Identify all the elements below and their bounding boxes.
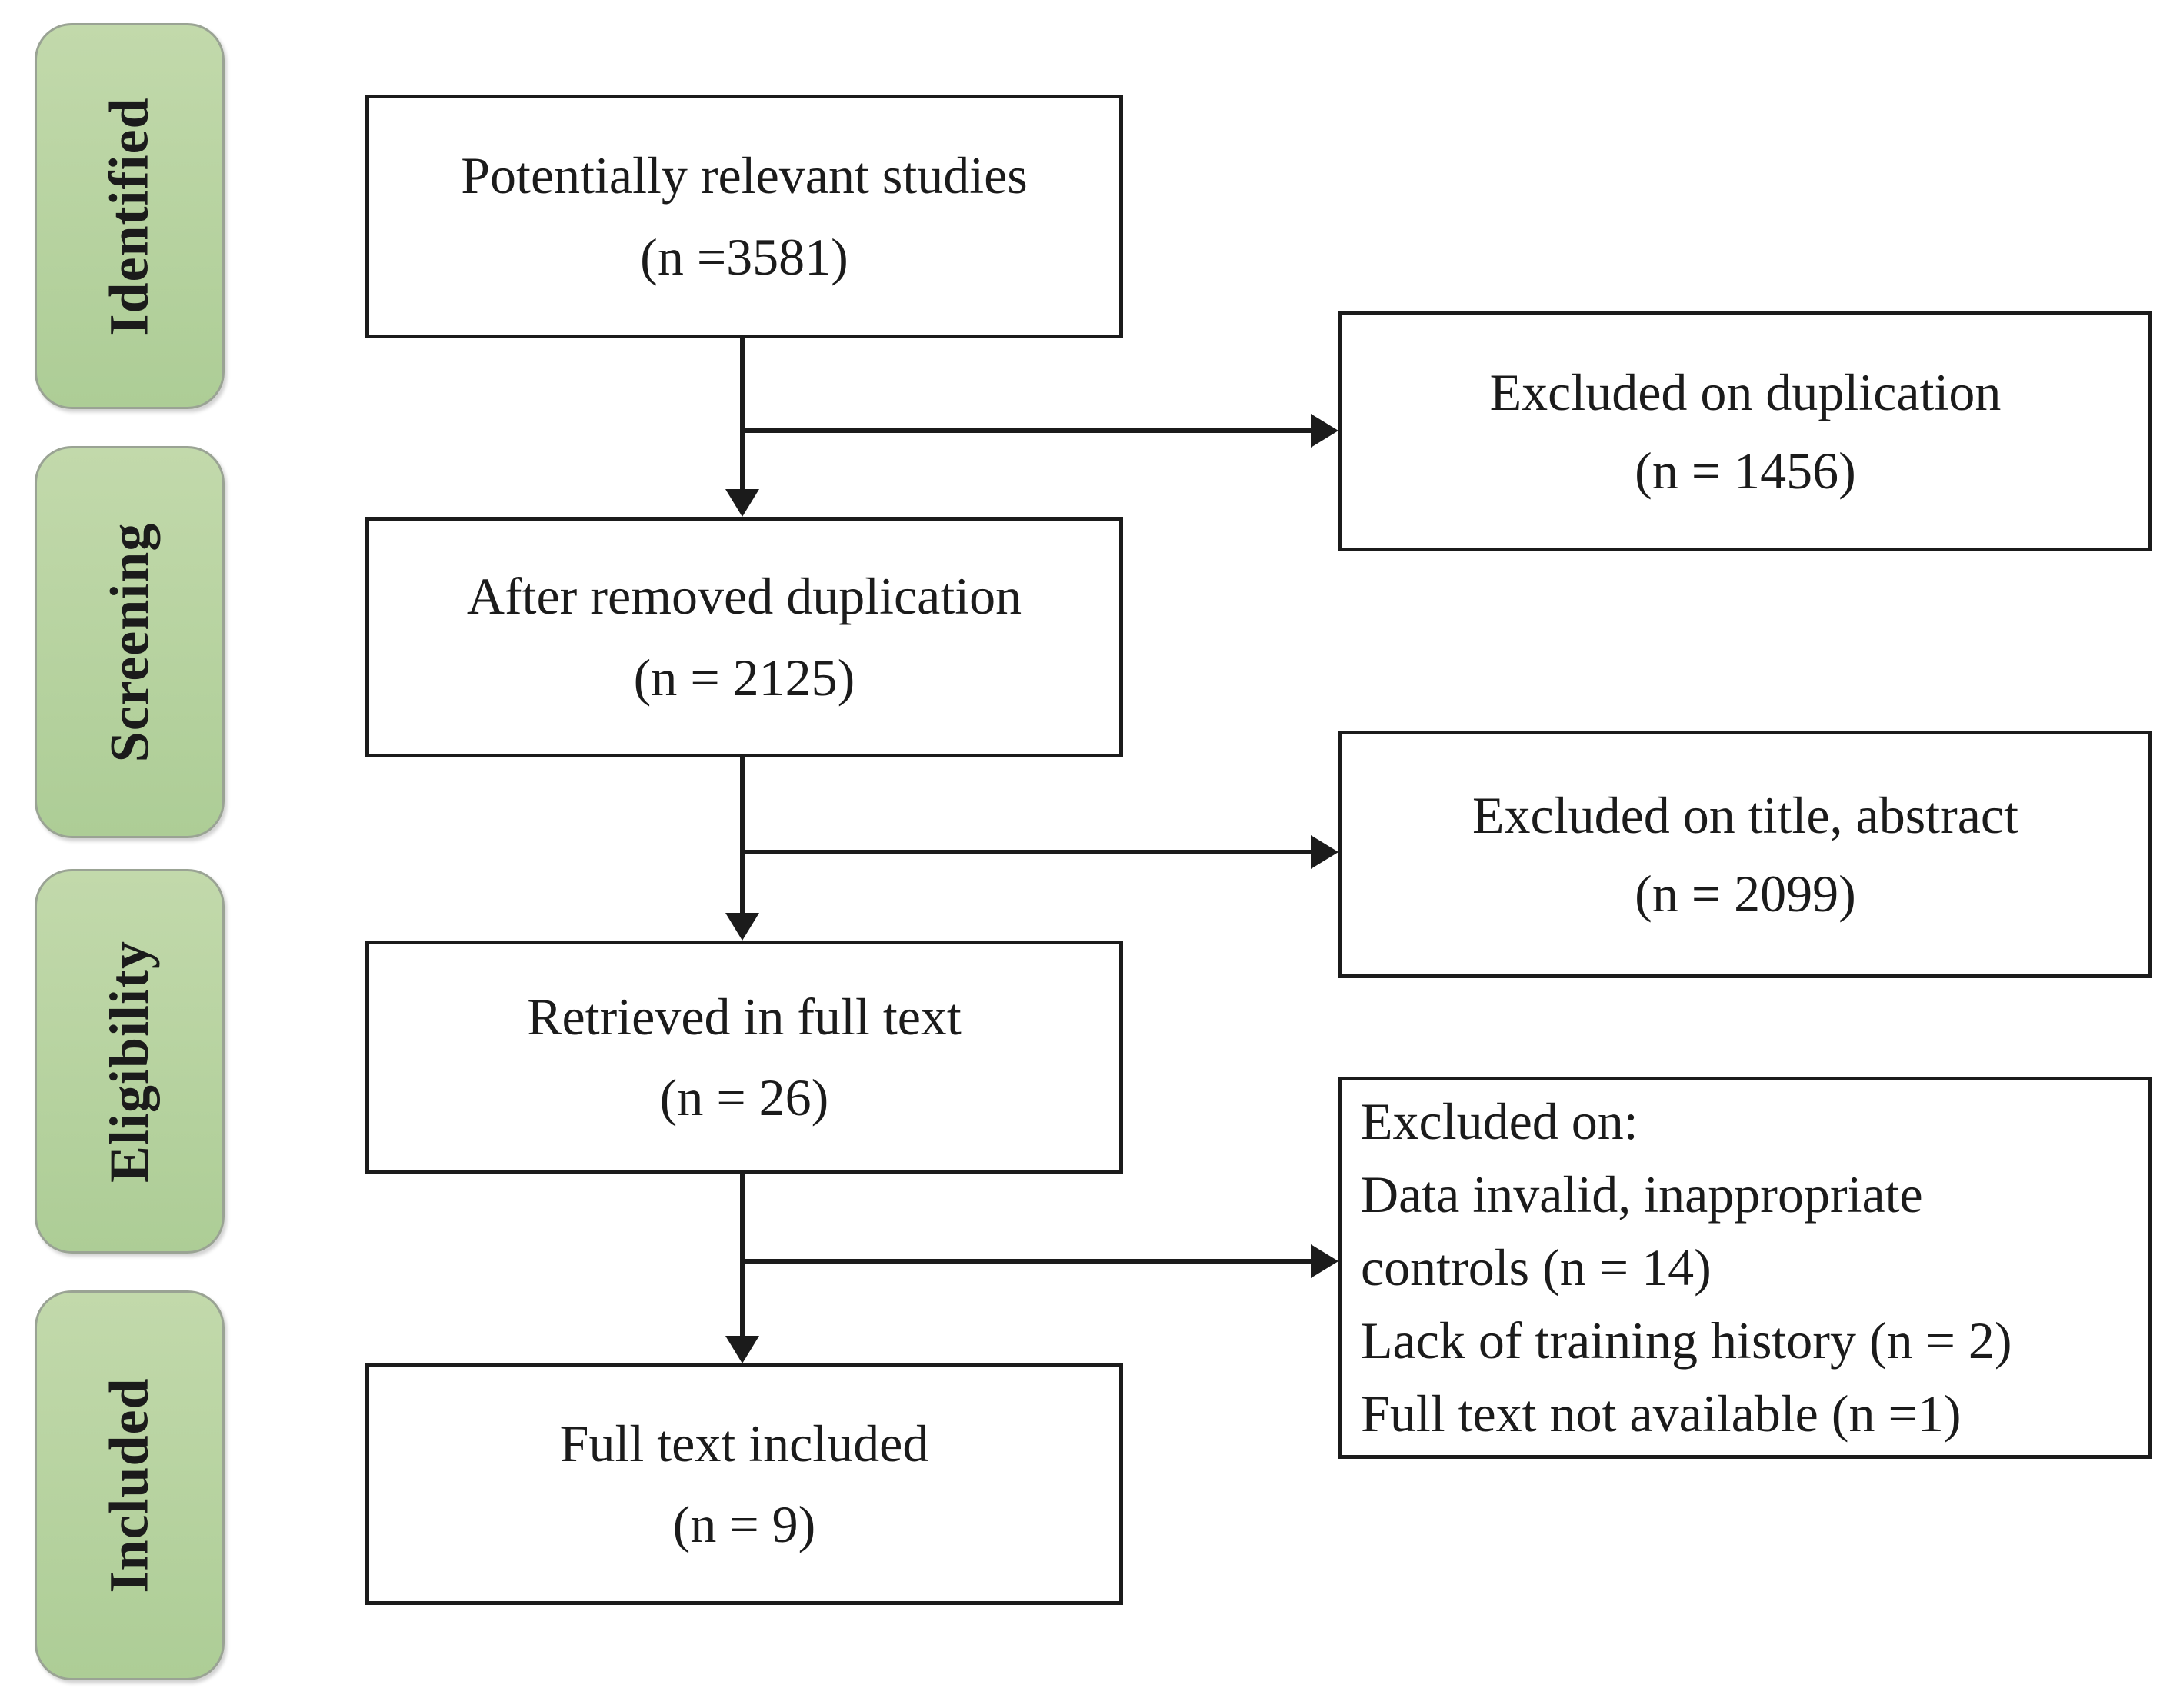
flow-box-potentially-relevant-studies: Potentially relevant studies (n =3581)	[365, 95, 1123, 338]
exclusion-box-1-line-1: Excluded on duplication	[1489, 363, 2002, 421]
flow-box-1-line-1: Potentially relevant studies	[461, 146, 1028, 205]
arrowhead-right-into-exclusion-duplication	[1311, 414, 1338, 448]
arrowhead-down-into-flow4	[725, 1336, 759, 1363]
arrowhead-down-into-flow2	[725, 489, 759, 517]
exclusion-box-3-line-4: Lack of training history (n = 2)	[1361, 1311, 2012, 1370]
stage-box-identified: Identified	[35, 23, 225, 409]
arrowhead-right-into-exclusion-fulltext-reasons	[1311, 1244, 1338, 1278]
exclusion-box-2-count: (n = 2099)	[1635, 864, 1856, 923]
flow-box-2-count: (n = 2125)	[633, 648, 855, 707]
exclusion-box-3-line-2: Data invalid, inappropriate	[1361, 1164, 1923, 1224]
stage-label-included: Included	[98, 1377, 161, 1593]
stage-box-included: Included	[35, 1290, 225, 1680]
flow-box-4-line-1: Full text included	[559, 1413, 929, 1473]
arrowhead-down-into-flow3	[725, 913, 759, 941]
exclusion-box-fulltext-reasons: Excluded on: Data invalid, inappropriate…	[1338, 1077, 2152, 1459]
exclusion-box-1-count: (n = 1456)	[1635, 441, 1856, 500]
exclusion-box-2-line-1: Excluded on title, abstract	[1472, 786, 2018, 844]
flow-box-4-count: (n = 9)	[672, 1495, 816, 1553]
exclusion-box-3-line-1: Excluded on:	[1361, 1091, 1638, 1150]
flow-box-3-count: (n = 26)	[659, 1068, 829, 1127]
exclusion-box-duplication: Excluded on duplication (n = 1456)	[1338, 311, 2152, 551]
flow-box-3-line-1: Retrieved in full text	[527, 987, 962, 1046]
flow-box-2-line-1: After removed duplication	[466, 567, 1022, 626]
connector-line-flow2-to-flow3	[740, 757, 745, 916]
connector-line-flow3-to-flow4	[740, 1174, 745, 1339]
branch-line-to-exclusion-title-abstract	[742, 850, 1314, 854]
flow-box-after-removed-duplication: After removed duplication (n = 2125)	[365, 517, 1123, 757]
flow-box-full-text-included: Full text included (n = 9)	[365, 1363, 1123, 1605]
flow-box-1-count: (n =3581)	[640, 227, 848, 286]
exclusion-box-title-abstract: Excluded on title, abstract (n = 2099)	[1338, 731, 2152, 978]
stage-box-screening: Screening	[35, 446, 225, 838]
branch-line-to-exclusion-fulltext-reasons	[742, 1259, 1314, 1264]
stage-label-screening: Screening	[98, 522, 161, 762]
stage-label-identified: Identified	[98, 96, 160, 336]
stage-box-eligibility: Eligibility	[35, 869, 225, 1254]
arrowhead-right-into-exclusion-title-abstract	[1311, 835, 1338, 869]
connector-line-flow1-to-flow2	[740, 338, 745, 492]
exclusion-box-3-line-3: controls (n = 14)	[1361, 1237, 1712, 1297]
stage-label-eligibility: Eligibility	[98, 940, 161, 1183]
branch-line-to-exclusion-duplication	[742, 428, 1314, 433]
flow-box-retrieved-in-full-text: Retrieved in full text (n = 26)	[365, 941, 1123, 1174]
exclusion-box-3-line-5: Full text not available (n =1)	[1361, 1384, 1962, 1443]
